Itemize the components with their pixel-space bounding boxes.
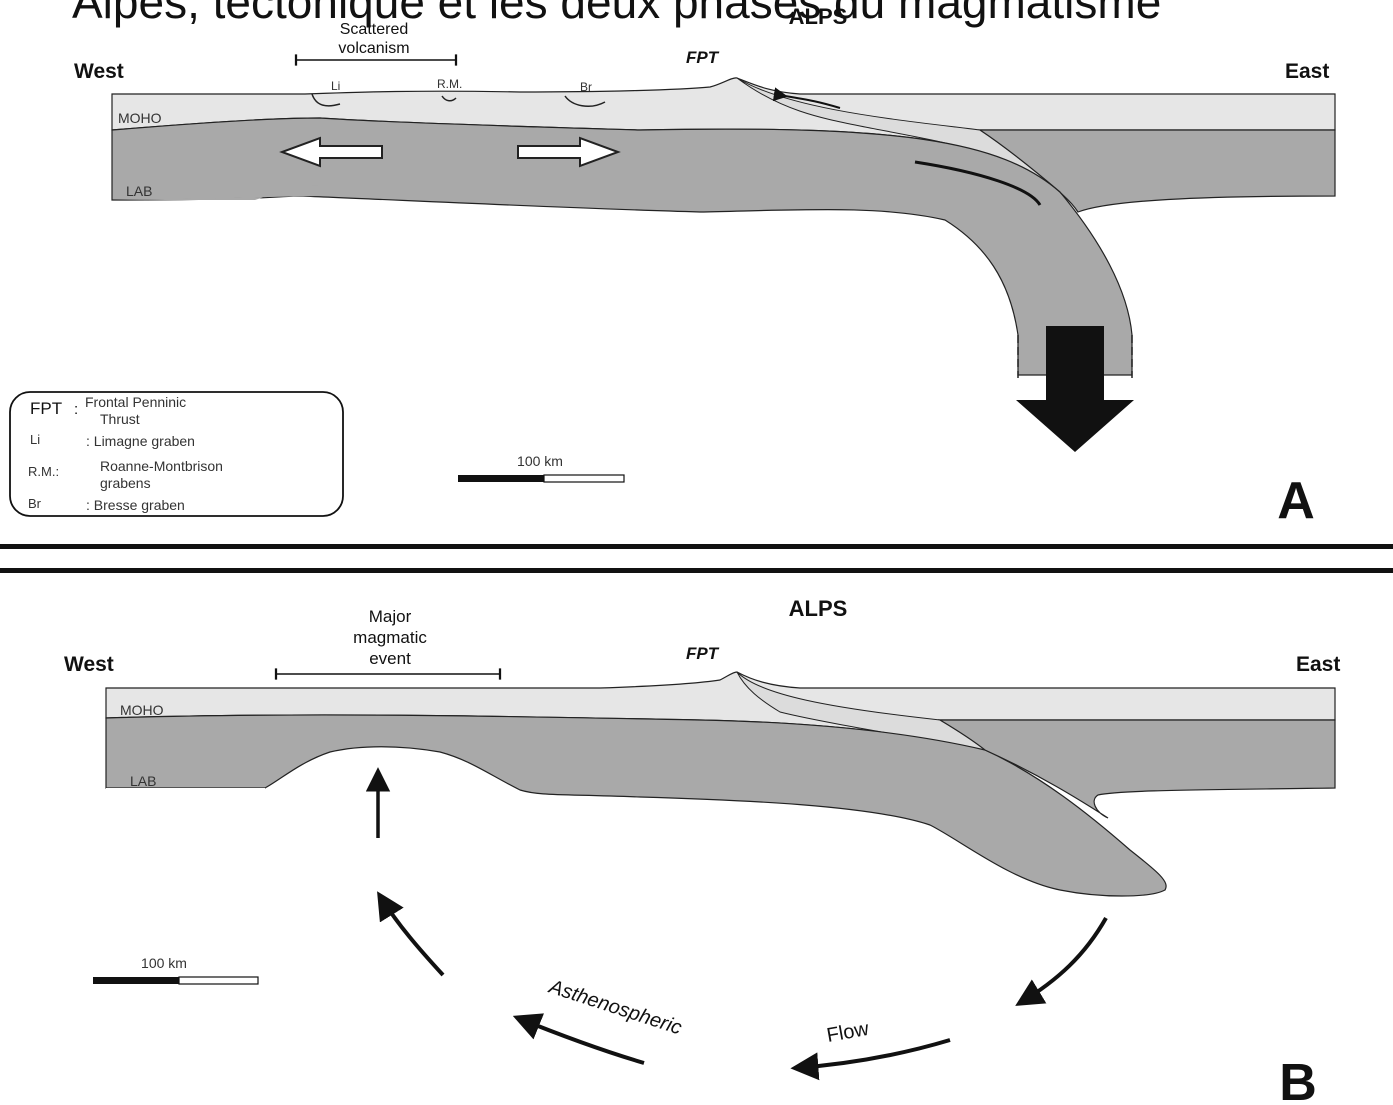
- lab-label-a: LAB: [126, 183, 152, 199]
- east-label-a: East: [1285, 60, 1329, 83]
- panel-letter-b: B: [1279, 1054, 1317, 1105]
- separator-line-top: [0, 544, 1393, 549]
- mantle-block-east-b: [937, 719, 1336, 819]
- flow-label-asthenospheric: Asthenospheric: [546, 976, 685, 1040]
- moho-label-a: MOHO: [118, 110, 162, 126]
- legend-br-abbr: Br: [28, 496, 42, 511]
- lab-label-b: LAB: [130, 773, 156, 789]
- legend-fpt-desc2: Thrust: [100, 411, 140, 427]
- header-title-partial: Alpes, tectonique et les deux phases du …: [72, 0, 1161, 28]
- event-label-line1: Major: [369, 607, 412, 626]
- flow-arrow-south: [790, 1038, 951, 1081]
- legend-fpt-sep: :: [74, 401, 78, 418]
- panel-letter-a: A: [1277, 472, 1315, 530]
- flow-arrow-west: [512, 1013, 645, 1065]
- scale-bar-black-b: [93, 977, 179, 984]
- graben-rm: [441, 95, 457, 102]
- west-label-a: West: [74, 60, 124, 83]
- legend-fpt-desc1: Frontal Penninic: [85, 394, 186, 410]
- separator-line-bottom: [0, 568, 1393, 573]
- fpt-label-a: FPT: [686, 48, 720, 67]
- br-label: Br: [580, 80, 592, 94]
- flow-arrow-up-west: [377, 891, 445, 977]
- rm-label: R.M.: [437, 77, 462, 91]
- panel-b: ALPS West East FPT MOHO LAB Major magmat…: [64, 596, 1340, 1105]
- event-label-line2: magmatic: [353, 628, 427, 647]
- legend-rm-abbr: R.M.:: [28, 464, 59, 479]
- legend-box: FPT : Frontal Penninic Thrust Li : Limag…: [9, 391, 344, 517]
- scale-bar-white-a: [543, 474, 625, 483]
- fpt-label-b: FPT: [686, 644, 720, 663]
- legend-fpt-abbr: FPT: [30, 399, 62, 418]
- moho-label-b: MOHO: [120, 702, 164, 718]
- east-label-b: East: [1296, 653, 1340, 676]
- flow-arrow-down-east: [1015, 917, 1108, 1006]
- legend-li-abbr: Li: [30, 432, 40, 447]
- panel-a: ALPS West East FPT MOHO LAB Scattered vo…: [9, 4, 1336, 530]
- scale-label-a: 100 km: [517, 453, 563, 469]
- thrust-arrow-a: [772, 87, 841, 109]
- legend-br-desc: : Bresse graben: [86, 497, 185, 513]
- graben-li: [311, 93, 341, 107]
- flow-label-flow: Flow: [825, 1018, 871, 1047]
- event-label-line3: event: [369, 649, 411, 668]
- volcanism-label-line2: volcanism: [338, 40, 409, 57]
- extension-arrow-east: [517, 136, 621, 168]
- lab-bump-a: [112, 185, 320, 200]
- scale-label-b: 100 km: [141, 955, 187, 971]
- scale-bar-white-b: [178, 976, 259, 985]
- li-label: Li: [331, 79, 340, 93]
- mantle-lithosphere-a: [111, 117, 1133, 376]
- slab-pull-arrow: [1016, 326, 1134, 452]
- extension-arrow-west: [279, 136, 383, 168]
- slab-curve-line: [914, 160, 1042, 206]
- legend-rm-desc1: Roanne-Montbrison: [100, 458, 223, 474]
- alps-label-a: ALPS: [789, 4, 848, 29]
- legend-rm-desc2: grabens: [100, 475, 151, 491]
- west-label-b: West: [64, 653, 114, 676]
- graben-br: [564, 95, 606, 108]
- alps-label-b: ALPS: [789, 596, 848, 621]
- scale-bar-black-a: [458, 475, 544, 482]
- mantle-lithosphere-b: [105, 714, 1167, 897]
- legend-li-desc: : Limagne graben: [86, 433, 195, 449]
- volcanism-label-line1: Scattered: [340, 21, 408, 38]
- mantle-block-east-a: [978, 129, 1336, 213]
